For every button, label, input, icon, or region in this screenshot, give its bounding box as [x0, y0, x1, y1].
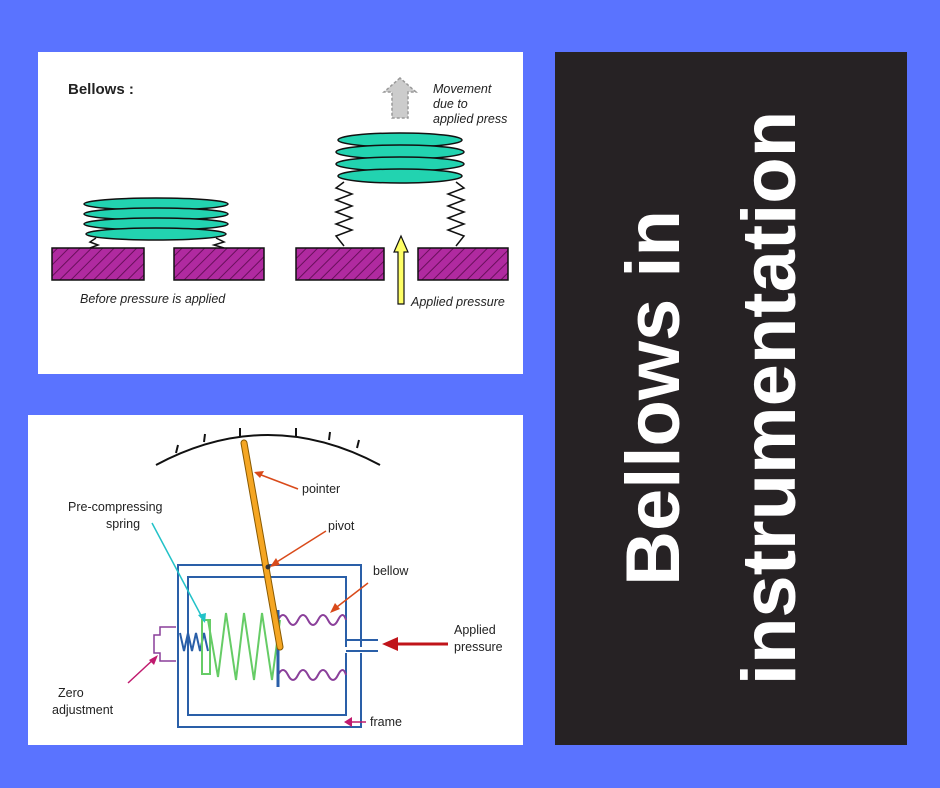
title-line-2: instrumentation — [727, 111, 812, 685]
pointer-label: pointer — [302, 482, 340, 496]
frame-label: frame — [370, 715, 402, 729]
movement-arrow-icon — [382, 77, 418, 119]
base-block-left-2 — [173, 247, 265, 281]
pivot-label: pivot — [328, 519, 355, 533]
gauge-frame — [177, 564, 378, 728]
adjust-screw-spring — [179, 632, 209, 652]
pre-spring-label-2: spring — [106, 517, 140, 531]
zero-label-2: adjustment — [52, 703, 114, 717]
bellows-before-after-panel: Bellows : Before pressure is applied App… — [38, 52, 523, 374]
bellow-label: bellow — [373, 564, 409, 578]
applied-label-1: Applied — [454, 623, 496, 637]
base-block-right-1 — [295, 247, 385, 281]
bellows-after — [333, 132, 467, 247]
bellows-before-after-diagram: Bellows : Before pressure is applied App… — [51, 77, 509, 309]
applied-pressure-arrowhead-icon — [382, 637, 398, 651]
movement-label-3: applied press — [433, 112, 507, 126]
applied-pressure-arrow-icon — [393, 234, 409, 305]
bellows-gauge-panel: pointer pivot bellow Pre-compressing spr… — [28, 415, 523, 745]
gauge-ticks — [175, 428, 360, 454]
title-panel: Bellows in instrumentation — [555, 52, 907, 745]
pre-compressing-spring — [207, 612, 281, 681]
bellows-gauge-diagram: pointer pivot bellow Pre-compressing spr… — [52, 428, 503, 729]
zero-adjustment-knob — [153, 626, 176, 662]
base-block-right-2 — [417, 247, 509, 281]
title-line-1: Bellows in — [611, 210, 696, 586]
pivot-point — [265, 564, 271, 570]
title-svg: Bellows in instrumentation — [611, 111, 812, 685]
pre-spring-label-1: Pre-compressing — [68, 500, 163, 514]
gauge-scale-arc — [155, 434, 381, 466]
pointer-needle — [241, 440, 283, 650]
bellows-before — [83, 197, 229, 249]
bellow-top — [277, 614, 347, 626]
zero-label-1: Zero — [58, 686, 84, 700]
bellows-heading: Bellows : — [68, 81, 134, 98]
movement-label-2: due to — [433, 97, 468, 111]
movement-label-1: Movement — [433, 82, 492, 96]
bellow-bottom — [277, 669, 347, 681]
applied-label-2: pressure — [454, 640, 503, 654]
base-block-left-1 — [51, 247, 145, 281]
annotation-arrows — [127, 471, 369, 727]
applied-pressure-label: Applied pressure — [410, 295, 505, 309]
before-pressure-label: Before pressure is applied — [80, 292, 226, 306]
spring-plate — [201, 619, 211, 675]
